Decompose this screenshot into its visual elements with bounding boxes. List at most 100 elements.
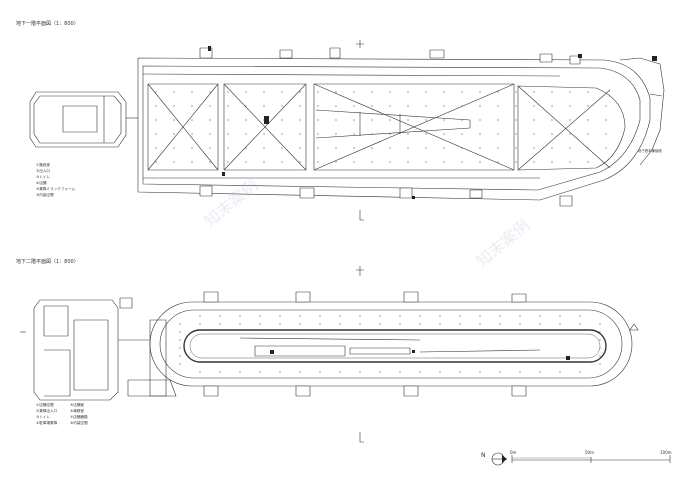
column-dot xyxy=(443,161,445,163)
floor1-connection-note: 地下鉄本棟接続 xyxy=(638,149,662,153)
column-dot xyxy=(515,105,517,107)
column-dot xyxy=(559,315,561,317)
column-dot xyxy=(191,133,193,135)
column-dot xyxy=(299,133,301,135)
floor1-legend-item: ⑥内装空間 xyxy=(36,193,54,197)
column-dot xyxy=(263,119,265,121)
floor1-top-exits xyxy=(200,48,580,64)
column-dot xyxy=(379,315,381,317)
column-dot xyxy=(227,133,229,135)
column-dot xyxy=(263,105,265,107)
column-dot xyxy=(227,91,229,93)
column-dot xyxy=(191,161,193,163)
column-dot xyxy=(263,161,265,163)
column-dot xyxy=(599,339,601,341)
column-dot xyxy=(227,147,229,149)
column-dot xyxy=(209,91,211,93)
column-dot xyxy=(353,147,355,149)
column-dot xyxy=(317,161,319,163)
column-dot xyxy=(299,105,301,107)
column-dot xyxy=(587,91,589,93)
column-dot xyxy=(245,161,247,163)
column-dot xyxy=(191,91,193,93)
floor1-annex-core xyxy=(63,106,97,132)
column-dot xyxy=(389,161,391,163)
column-dot xyxy=(479,133,481,135)
column-dot xyxy=(407,133,409,135)
column-dot xyxy=(389,147,391,149)
column-dot xyxy=(425,161,427,163)
floor2-outer-wall xyxy=(150,302,632,386)
column-dot xyxy=(443,133,445,135)
column-dot xyxy=(515,119,517,121)
column-dot xyxy=(371,91,373,93)
floor2-column-grid xyxy=(179,315,601,373)
column-dot xyxy=(245,91,247,93)
column-dot xyxy=(407,91,409,93)
column-dot xyxy=(533,147,535,149)
column-dot xyxy=(551,91,553,93)
column-dot xyxy=(259,323,261,325)
column-dot xyxy=(439,371,441,373)
column-dot xyxy=(335,147,337,149)
column-dot xyxy=(419,371,421,373)
column-dot xyxy=(335,119,337,121)
column-dot xyxy=(199,315,201,317)
column-dot xyxy=(191,147,193,149)
column-dot xyxy=(179,331,181,333)
column-dot xyxy=(335,133,337,135)
column-dot xyxy=(407,119,409,121)
column-dot xyxy=(209,105,211,107)
column-dot xyxy=(227,105,229,107)
column-dot xyxy=(439,323,441,325)
column-dot xyxy=(299,323,301,325)
column-dot xyxy=(497,161,499,163)
floor2-title: 地下二階平面図（1：800） xyxy=(16,259,79,265)
column-dot xyxy=(359,315,361,317)
column-dot xyxy=(539,371,541,373)
column-dot xyxy=(339,323,341,325)
column-dot xyxy=(339,371,341,373)
column-dot xyxy=(279,371,281,373)
floor1-title: 地下一階平面図（1：800） xyxy=(16,21,79,27)
column-dot xyxy=(173,119,175,121)
column-dot xyxy=(569,147,571,149)
column-dot xyxy=(479,119,481,121)
column-dot xyxy=(569,119,571,121)
column-dot xyxy=(599,347,601,349)
column-dot xyxy=(173,147,175,149)
column-dot xyxy=(299,315,301,317)
column-dot xyxy=(519,323,521,325)
column-dot xyxy=(519,315,521,317)
column-dot xyxy=(199,371,201,373)
floor2-legend-item: ②乗降出入口 xyxy=(36,409,58,413)
column-dot xyxy=(335,161,337,163)
column-dot xyxy=(579,371,581,373)
column-dot xyxy=(371,133,373,135)
column-dot xyxy=(579,315,581,317)
column-dot xyxy=(515,161,517,163)
column-dot xyxy=(317,147,319,149)
column-dot xyxy=(587,161,589,163)
column-dot xyxy=(173,105,175,107)
column-dot xyxy=(299,371,301,373)
column-dot xyxy=(227,161,229,163)
column-dot xyxy=(459,323,461,325)
floor2-legend-item: ③トイレ xyxy=(36,415,51,419)
column-dot xyxy=(539,315,541,317)
column-dot xyxy=(299,147,301,149)
column-dot xyxy=(259,371,261,373)
column-dot xyxy=(497,133,499,135)
column-dot xyxy=(459,315,461,317)
column-dot xyxy=(371,161,373,163)
scale-bar xyxy=(512,455,670,463)
floor1-column-grid xyxy=(155,91,607,163)
column-dot xyxy=(605,147,607,149)
column-dot xyxy=(569,133,571,135)
column-dot xyxy=(379,323,381,325)
column-dot xyxy=(399,315,401,317)
column-dot xyxy=(497,119,499,121)
column-dot xyxy=(443,105,445,107)
column-dot xyxy=(515,91,517,93)
